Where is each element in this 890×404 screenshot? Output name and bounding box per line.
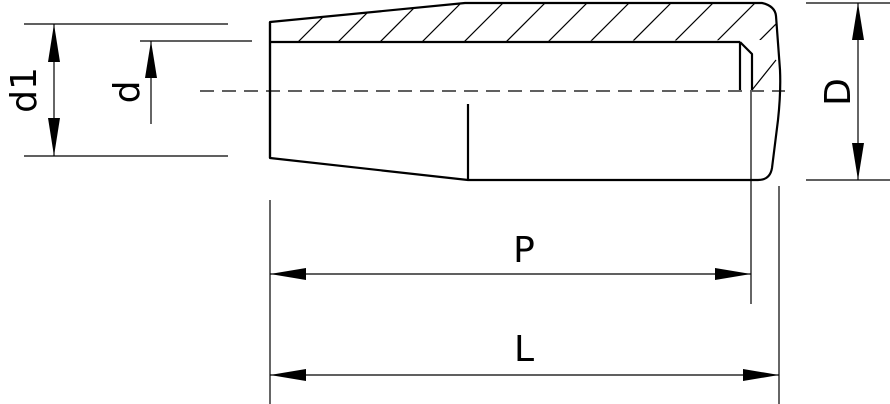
label-L: L: [514, 329, 534, 370]
label-d1: d1: [4, 67, 45, 113]
part-outline: [268, 1, 782, 182]
label-D: D: [818, 78, 859, 106]
dimension-d: d: [107, 40, 252, 124]
dimension-D: D: [806, 2, 890, 181]
dimension-L: L: [270, 186, 780, 404]
dimension-d1: d1: [4, 23, 228, 157]
hatching: [279, 3, 778, 42]
dimension-P: P: [269, 92, 752, 404]
label-P: P: [513, 230, 535, 271]
label-d: d: [107, 81, 148, 104]
